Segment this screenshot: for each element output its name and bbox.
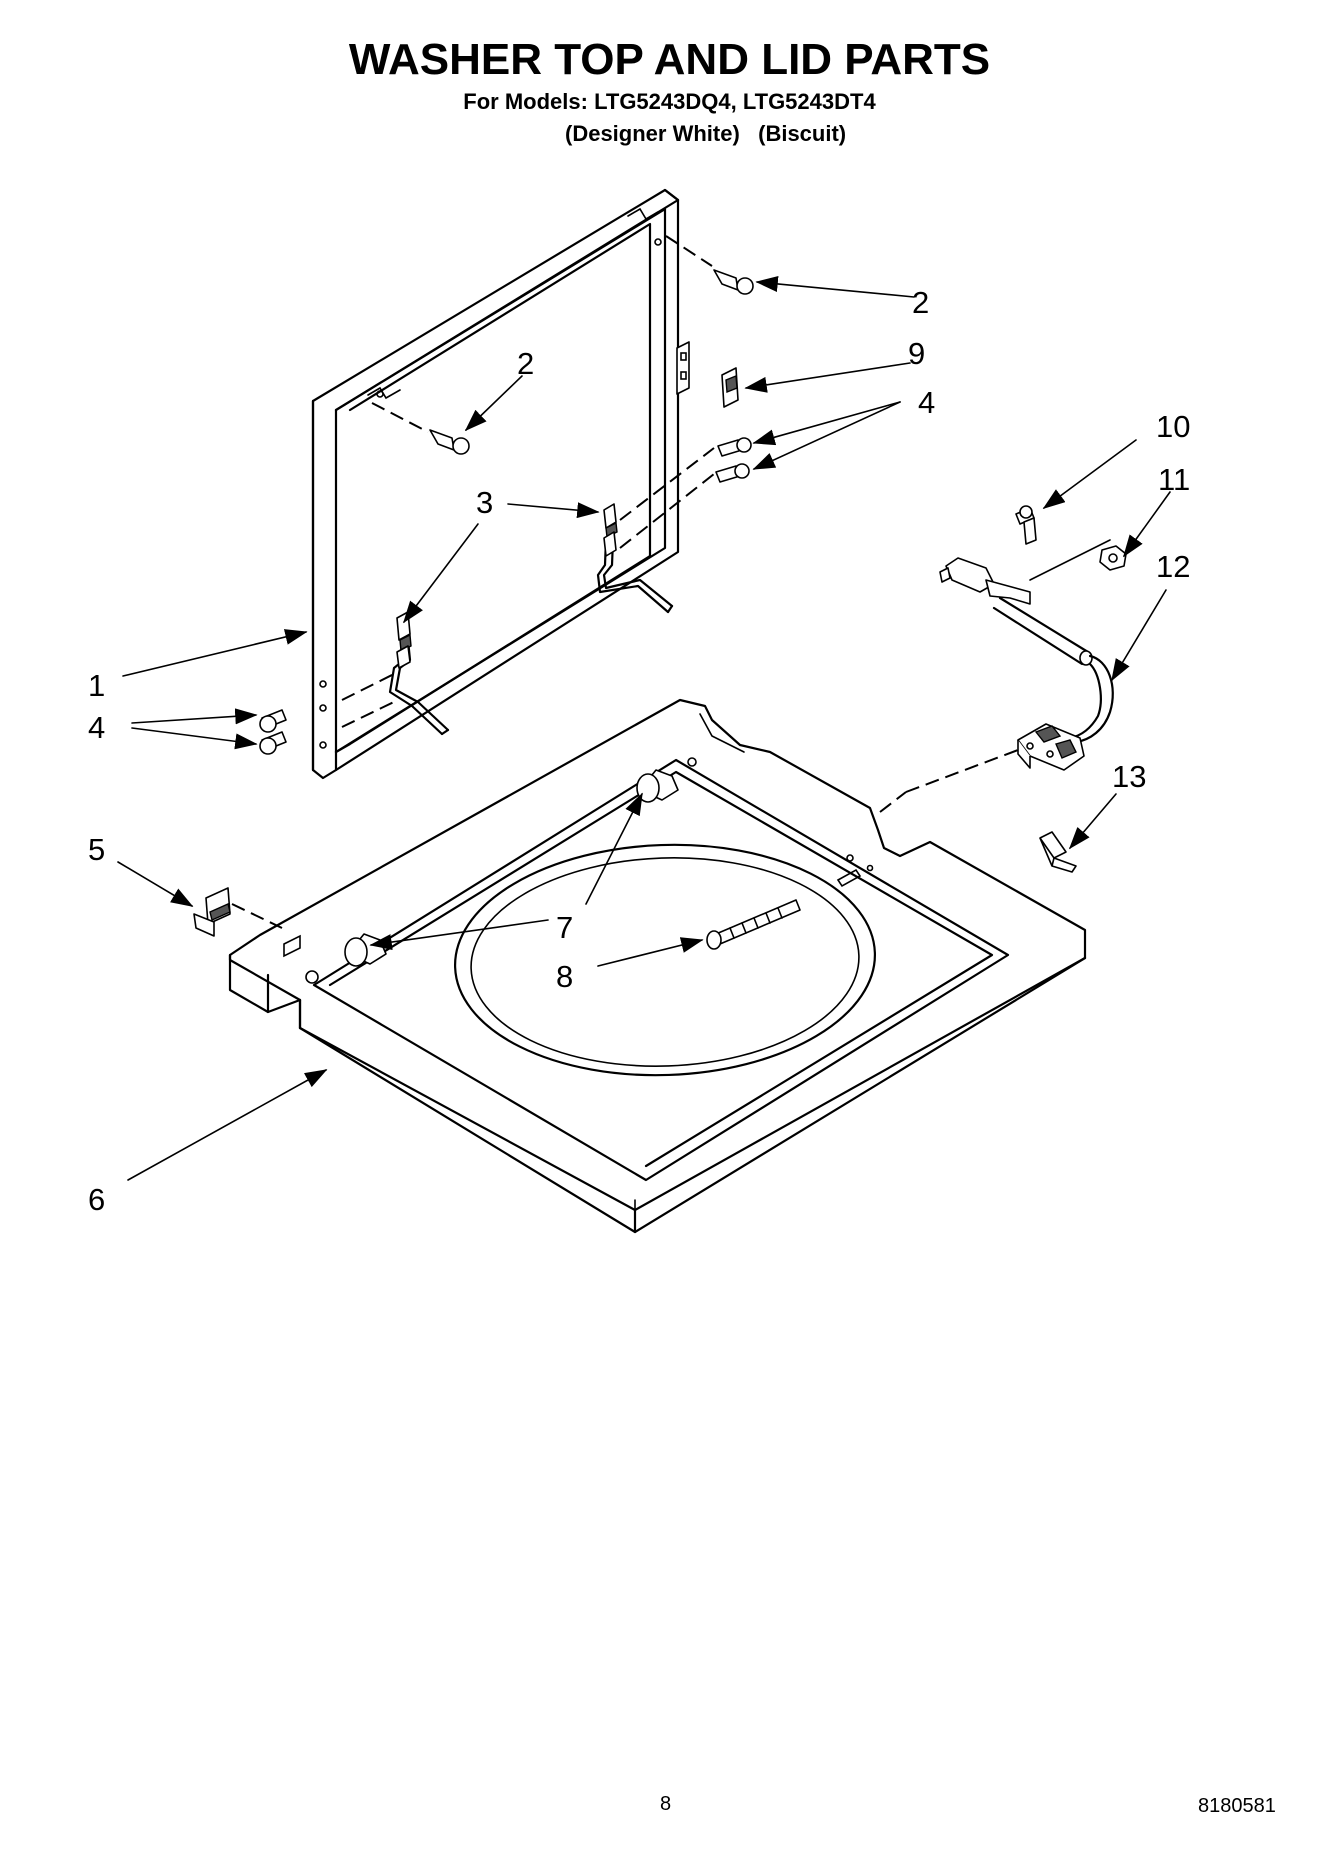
hinge-bracket	[193, 887, 231, 937]
lid-switch-screw	[1015, 505, 1037, 545]
hinge-clip-right	[603, 503, 618, 557]
screw-right-upper	[717, 437, 752, 457]
callout-4-left: 4	[88, 710, 105, 745]
lid-switch-nut	[1099, 545, 1127, 571]
callout-3: 3	[476, 485, 493, 520]
screw-left-upper	[259, 709, 287, 733]
lid-frame	[311, 188, 690, 780]
callout-8: 8	[556, 959, 573, 994]
top-bumper-front	[344, 933, 387, 967]
wire-clip	[1039, 831, 1077, 873]
callout-10: 10	[1156, 409, 1190, 444]
page-number: 8	[660, 1793, 672, 1815]
document-number: 8180581	[1198, 1795, 1276, 1817]
callout-5: 5	[88, 832, 105, 867]
callout-1: 1	[88, 668, 105, 703]
screw-right-lower	[715, 463, 750, 483]
top-bumper-rear	[636, 769, 679, 803]
lid-switch-assembly	[939, 557, 1114, 771]
callout-6: 6	[88, 1182, 105, 1217]
callout-13: 13	[1112, 759, 1146, 794]
callout-2-top: 2	[912, 285, 929, 320]
long-screw	[706, 899, 801, 950]
callout-4-right: 4	[918, 385, 935, 420]
washer-top-panel	[228, 698, 1087, 1234]
lid-rod-right	[596, 536, 674, 614]
callout-11: 11	[1158, 462, 1190, 497]
callout-12: 12	[1156, 549, 1190, 584]
callout-9: 9	[908, 336, 925, 371]
hinge-clip-left	[396, 611, 412, 669]
lid-bumper-left	[429, 429, 470, 455]
model-numbers: For Models: LTG5243DQ4, LTG5243DT4	[463, 89, 876, 114]
callout-7: 7	[556, 910, 573, 945]
callout-leaders	[117, 276, 1171, 1181]
page-title: WASHER TOP AND LID PARTS	[348, 35, 991, 84]
callout-2-left: 2	[517, 346, 534, 381]
switch-actuator-clip	[721, 367, 739, 408]
color-variants: (Designer White) (Biscuit)	[565, 121, 847, 146]
screw-left-lower	[259, 731, 287, 755]
lid-bumper-top-right	[713, 269, 754, 295]
